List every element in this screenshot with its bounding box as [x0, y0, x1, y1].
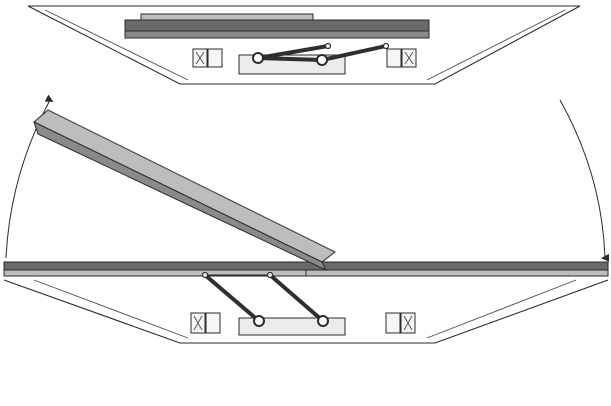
bottom-view-right-bracket	[385, 312, 401, 334]
bottom-view-raised-panel-side	[33, 121, 328, 272]
top-view-left-bracket	[207, 48, 223, 68]
bottom-view-joint-bottom-right	[317, 315, 329, 327]
bottom-view-left-bracket	[205, 312, 221, 334]
top-view-link-b	[320, 44, 388, 62]
top-view-joint-right	[316, 54, 328, 66]
bottom-view-pit-outline	[3, 279, 609, 344]
bottom-view-pit-inner-left	[33, 279, 189, 339]
bottom-view-left-cross	[193, 315, 203, 331]
top-view-pit-inner-right	[426, 9, 566, 81]
bottom-view-joint-bottom-left	[253, 315, 265, 327]
top-view-pit-outline	[27, 5, 581, 85]
top-view-joint-upper-left	[324, 42, 332, 50]
bottom-view-joint-top-left	[201, 271, 209, 279]
top-view-link-a	[256, 44, 330, 60]
bottom-view-raised-panel-edge	[47, 109, 336, 253]
bottom-view-raised-panel-top	[33, 109, 336, 263]
top-view	[27, 5, 581, 85]
right-rotation-arc	[559, 99, 610, 262]
bottom-view-main-deck	[3, 261, 609, 271]
top-view-right-cross	[404, 51, 414, 65]
top-view-right-bracket	[386, 48, 402, 68]
top-view-sliding-panel	[140, 13, 314, 21]
top-view-upper-panel	[124, 19, 430, 32]
top-view-link-c	[256, 56, 324, 62]
top-view-joint-upper-right	[382, 42, 390, 50]
bottom-view-right-cross	[403, 315, 413, 331]
bottom-view-joint-top-right	[266, 271, 274, 279]
bottom-view-link-left	[203, 273, 261, 323]
top-view-middle-panel	[124, 30, 430, 39]
top-view-pit-inner-left	[44, 9, 189, 81]
bottom-view-link-right	[268, 273, 325, 323]
bottom-view-pit-inner-right	[426, 279, 577, 339]
bottom-view	[3, 94, 610, 344]
top-view-joint-left	[252, 52, 264, 64]
top-view-left-cross	[195, 51, 205, 65]
bottom-view-right-deck-underside	[305, 269, 609, 277]
